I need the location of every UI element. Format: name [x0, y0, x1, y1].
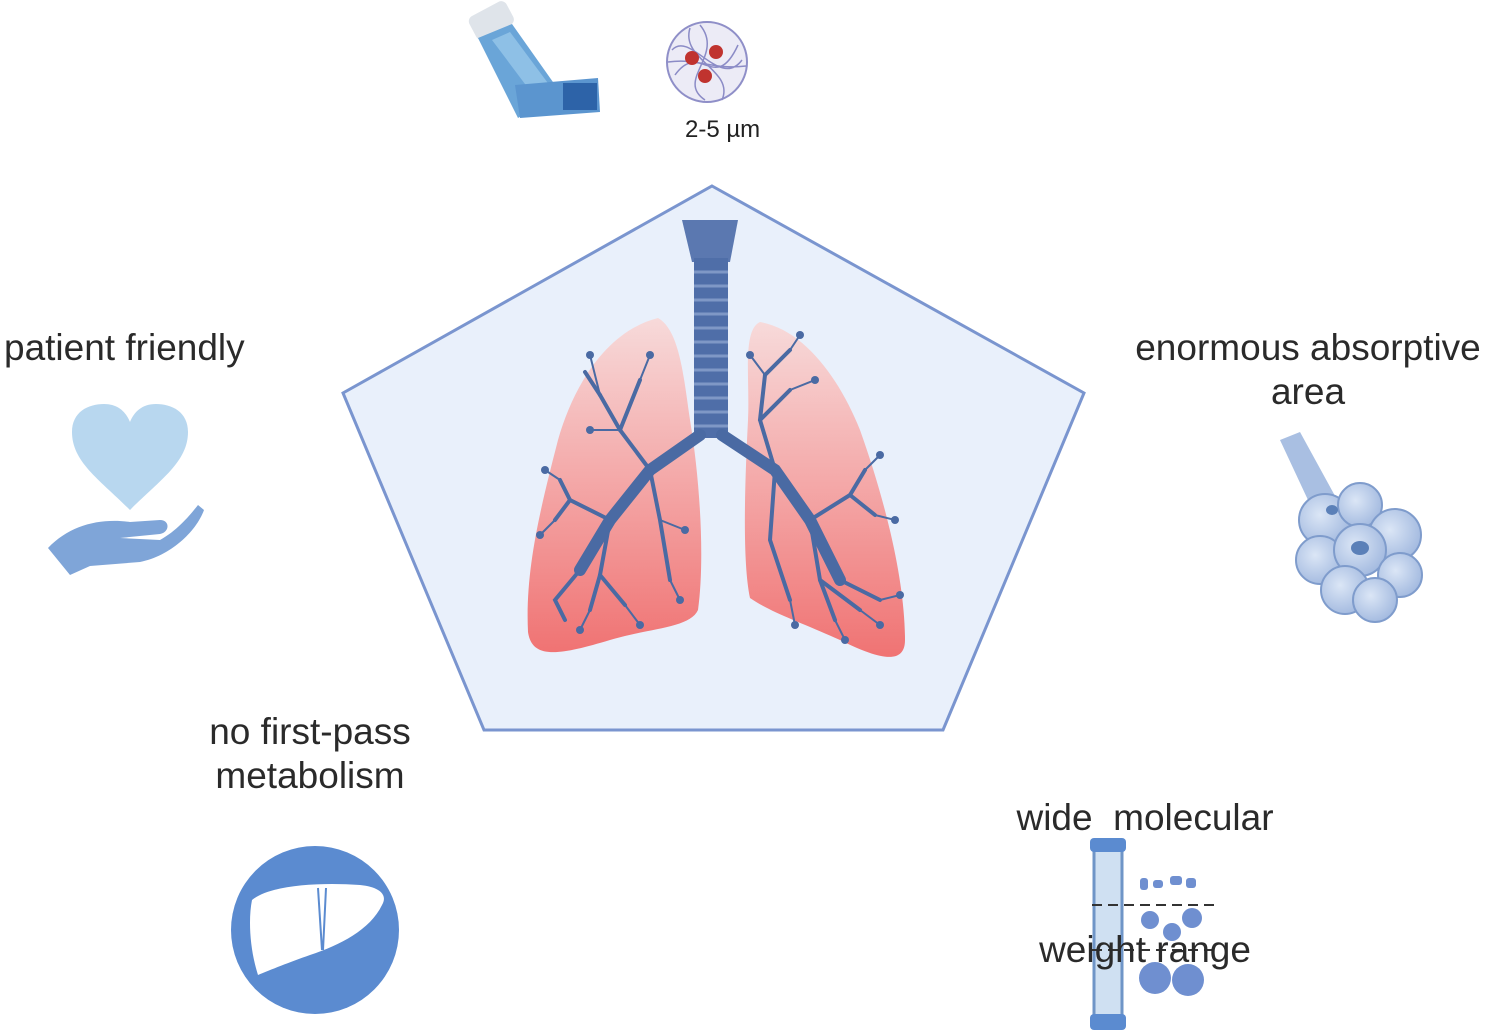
alveoli-icon [1280, 432, 1423, 623]
chromatography-column-icon [1090, 838, 1218, 1030]
benefit-line: weight range [1039, 929, 1251, 970]
benefit-line: metabolism [215, 755, 405, 796]
benefit-line: no first-pass [209, 711, 411, 752]
lungs-icon [527, 220, 905, 657]
inhaler-icon [468, 1, 600, 118]
benefit-line: area [1270, 371, 1346, 412]
benefit-absorptive-area: enormous absorptive area [1117, 326, 1499, 414]
nanoparticle-icon [666, 21, 748, 103]
benefit-molecular-weight: wide molecular weight range [995, 708, 1295, 1016]
liver-icon [231, 846, 399, 1014]
benefit-line: wide molecular [1016, 797, 1274, 838]
benefit-patient-friendly: patient friendly [4, 326, 245, 370]
particle-size-label: 2-5 µm [685, 116, 761, 143]
benefit-line: patient friendly [4, 327, 245, 368]
benefit-first-pass: no first-pass metabolism [190, 710, 430, 798]
heart-hand-icon [48, 404, 204, 575]
benefit-line: enormous absorptive [1135, 327, 1481, 368]
